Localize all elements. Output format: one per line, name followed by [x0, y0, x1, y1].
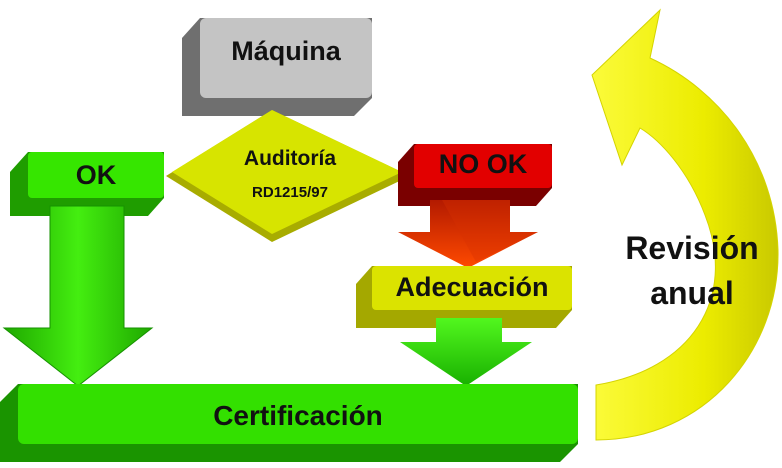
arrow-no-ok-to-adecuacion — [398, 200, 538, 268]
maquina-box — [182, 18, 372, 116]
auditoria-label: Auditoría — [243, 147, 337, 170]
arrow-adecuacion-to-certificacion — [400, 318, 532, 386]
maquina-label: Máquina — [231, 36, 341, 66]
arrow-ok-to-certificacion — [2, 205, 154, 387]
no-ok-label: NO OK — [438, 149, 528, 179]
adecuacion-label: Adecuación — [395, 272, 549, 302]
certificacion-box — [0, 384, 578, 462]
annual-review-arrow — [591, 8, 779, 441]
certificacion-label: Certificación — [213, 400, 383, 431]
revision-label: Revisión — [625, 230, 759, 266]
ok-box — [10, 152, 164, 216]
adecuacion-box — [356, 266, 572, 328]
no-ok-box — [398, 144, 552, 206]
ok-label: OK — [75, 160, 117, 190]
anual-label: anual — [650, 275, 734, 311]
auditoria-diamond — [166, 110, 410, 242]
auditoria-sublabel: RD1215/97 — [252, 184, 328, 201]
